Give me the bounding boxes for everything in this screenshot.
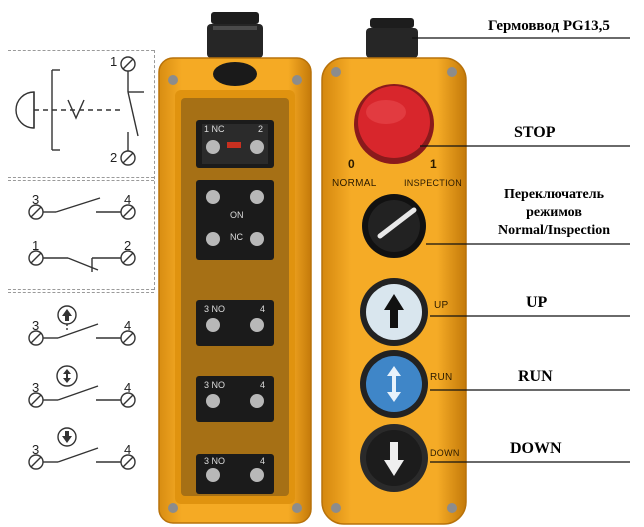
schematic-buttons-frame <box>8 292 154 473</box>
block4-label: 3 NO <box>204 380 226 390</box>
block2-mid-label: NC <box>230 232 243 242</box>
selector-pos0-num: 0 <box>348 157 355 171</box>
contact-block-up <box>196 300 274 346</box>
callout-stop: STOP <box>514 124 556 141</box>
down-left-num: 3 <box>32 442 40 457</box>
selector-pos0-text: NORMAL <box>332 178 377 189</box>
block4-right-label: 4 <box>260 380 266 390</box>
up-button-label: UP <box>434 300 449 311</box>
selector-pos1-num: 1 <box>430 157 437 171</box>
run-left-num: 3 <box>32 380 40 395</box>
contact-block-down <box>196 454 274 494</box>
up-left-num: 3 <box>32 318 40 333</box>
block3-right-label: 4 <box>260 304 266 314</box>
callout-gland: Гермоввод PG13,5 <box>488 18 610 34</box>
selector-no-left-num: 3 <box>32 192 40 207</box>
callout-switch-line3: Normal/Inspection <box>498 223 610 238</box>
run-right-num: 4 <box>124 380 132 395</box>
estop-mushroom-symbol <box>15 91 35 129</box>
schematic-estop-frame <box>8 50 154 178</box>
contact-block-selector <box>196 180 274 260</box>
schematic-divider <box>154 50 155 290</box>
block5-label: 3 NO <box>204 456 226 466</box>
down-right-num: 4 <box>124 442 132 457</box>
block2-top-label: ON <box>230 210 244 220</box>
selector-nc-right-num: 2 <box>124 238 132 253</box>
callout-switch: Переключатель режимов Normal/Inspection <box>482 186 626 240</box>
block1-right-label: 2 <box>258 124 264 134</box>
schematic-diagram <box>15 56 144 470</box>
estop-num-top: 1 <box>110 54 118 69</box>
schematic-selector-frame <box>8 180 154 290</box>
pendant-front <box>321 18 467 525</box>
down-arrow-symbol <box>57 427 77 447</box>
callout-switch-line2: режимов <box>526 205 582 220</box>
selector-no-right-num: 4 <box>124 192 132 207</box>
callout-switch-line1: Переключатель <box>503 187 605 202</box>
block3-label: 3 NO <box>204 304 226 314</box>
contact-block-run <box>196 376 274 422</box>
run-button-label: RUN <box>430 372 453 383</box>
callout-run: RUN <box>518 368 553 385</box>
updown-arrow-symbol <box>56 365 78 387</box>
contact-block-estop <box>196 120 274 168</box>
selector-nc-left-num: 1 <box>32 238 40 253</box>
selector-pos1-text: INSPECTION <box>404 178 463 188</box>
down-button-label: DOWN <box>430 448 460 458</box>
up-right-num: 4 <box>124 318 132 333</box>
block1-left-label: 1 NC <box>204 124 225 134</box>
estop-num-bottom: 2 <box>110 150 118 165</box>
block5-right-label: 4 <box>260 456 266 466</box>
callout-down: DOWN <box>510 440 562 457</box>
callout-up: UP <box>526 294 548 311</box>
